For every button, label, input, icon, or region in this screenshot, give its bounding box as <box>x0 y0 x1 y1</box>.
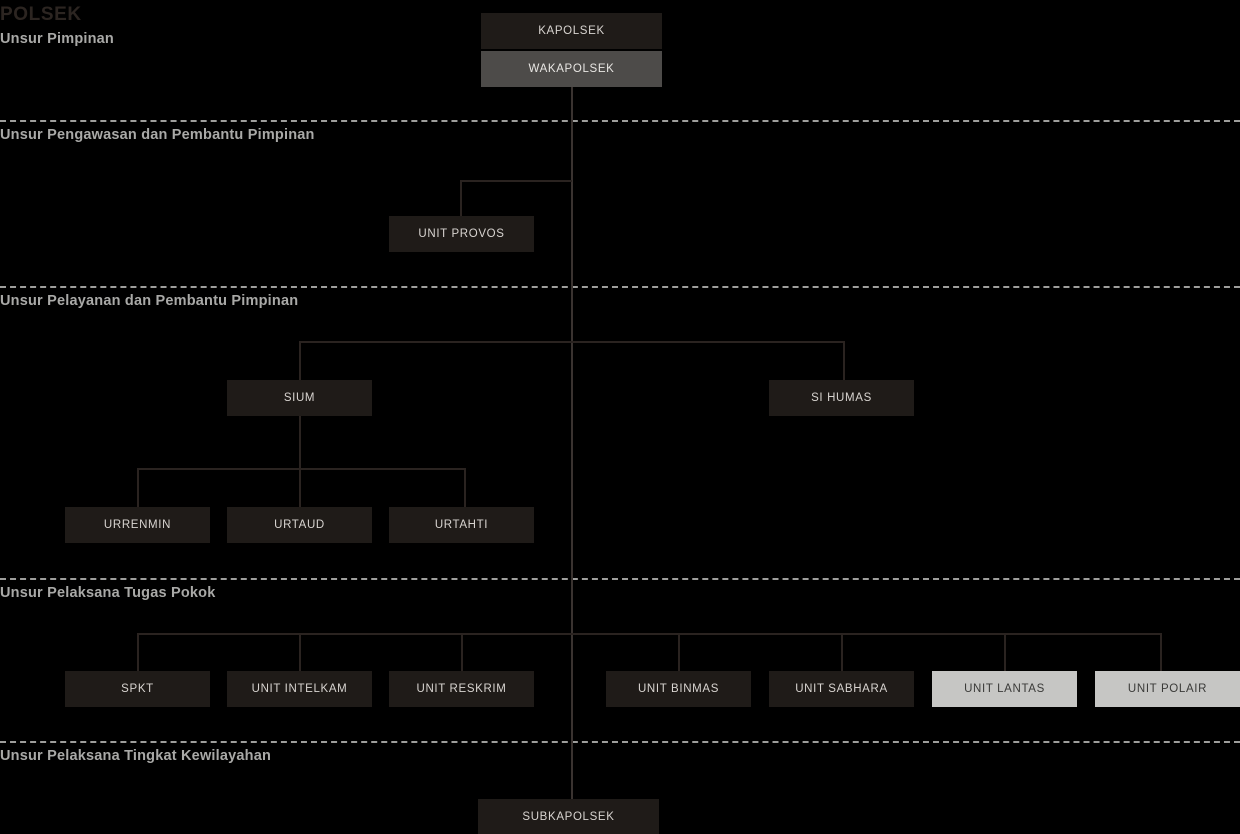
connector-pelaksana-bar <box>137 633 1162 635</box>
node-si-humas[interactable]: SI HUMAS <box>769 380 914 416</box>
node-urtaud[interactable]: URTAUD <box>227 507 372 543</box>
section-label-pimpinan: Unsur Pimpinan <box>0 31 114 47</box>
node-unit-intelkam[interactable]: UNIT INTELKAM <box>227 671 372 707</box>
connector-spkt-drop <box>137 633 139 671</box>
node-unit-sabhara[interactable]: UNIT SABHARA <box>769 671 914 707</box>
connector-sabhara-drop <box>841 633 843 671</box>
connector-provos-bar <box>460 180 572 182</box>
connector-urtahti-drop <box>464 468 466 507</box>
connector-urtaud-drop <box>299 468 301 507</box>
node-unit-polair[interactable]: UNIT POLAIR <box>1095 671 1240 707</box>
node-subkapolsek[interactable]: SUBKAPOLSEK <box>478 799 659 834</box>
divider-pelayanan <box>0 286 1240 288</box>
connector-sium-stem <box>299 416 301 468</box>
node-unit-provos[interactable]: UNIT PROVOS <box>389 216 534 252</box>
connector-urrenmin-drop <box>137 468 139 507</box>
node-urrenmin[interactable]: URRENMIN <box>65 507 210 543</box>
node-spkt[interactable]: SPKT <box>65 671 210 707</box>
brand-title: POLSEK <box>0 4 82 25</box>
connector-intelkam-drop <box>299 633 301 671</box>
connector-pelayanan-bar <box>299 341 845 343</box>
node-unit-lantas[interactable]: UNIT LANTAS <box>932 671 1077 707</box>
divider-pelaksana <box>0 578 1240 580</box>
connector-polair-drop <box>1160 633 1162 671</box>
node-kapolsek[interactable]: KAPOLSEK <box>481 13 662 49</box>
section-label-pelaksana: Unsur Pelaksana Tugas Pokok <box>0 585 216 601</box>
connector-sium-drop <box>299 341 301 380</box>
node-unit-reskrim[interactable]: UNIT RESKRIM <box>389 671 534 707</box>
connector-binmas-drop <box>678 633 680 671</box>
connector-sihumas-drop <box>843 341 845 380</box>
connector-reskrim-drop <box>461 633 463 671</box>
connector-lantas-drop <box>1004 633 1006 671</box>
divider-pengawasan <box>0 120 1240 122</box>
connector-provos-drop <box>460 180 462 216</box>
node-unit-binmas[interactable]: UNIT BINMAS <box>606 671 751 707</box>
node-wakapolsek[interactable]: WAKAPOLSEK <box>481 51 662 87</box>
divider-kewilayahan <box>0 741 1240 743</box>
section-label-kewilayahan: Unsur Pelaksana Tingkat Kewilayahan <box>0 748 272 764</box>
node-urtahti[interactable]: URTAHTI <box>389 507 534 543</box>
trunk-line <box>571 87 573 799</box>
section-label-pengawasan: Unsur Pengawasan dan Pembantu Pimpinan <box>0 127 315 143</box>
connector-sium-children-bar <box>137 468 466 470</box>
section-label-pelayanan: Unsur Pelayanan dan Pembantu Pimpinan <box>0 293 299 309</box>
node-sium[interactable]: SIUM <box>227 380 372 416</box>
